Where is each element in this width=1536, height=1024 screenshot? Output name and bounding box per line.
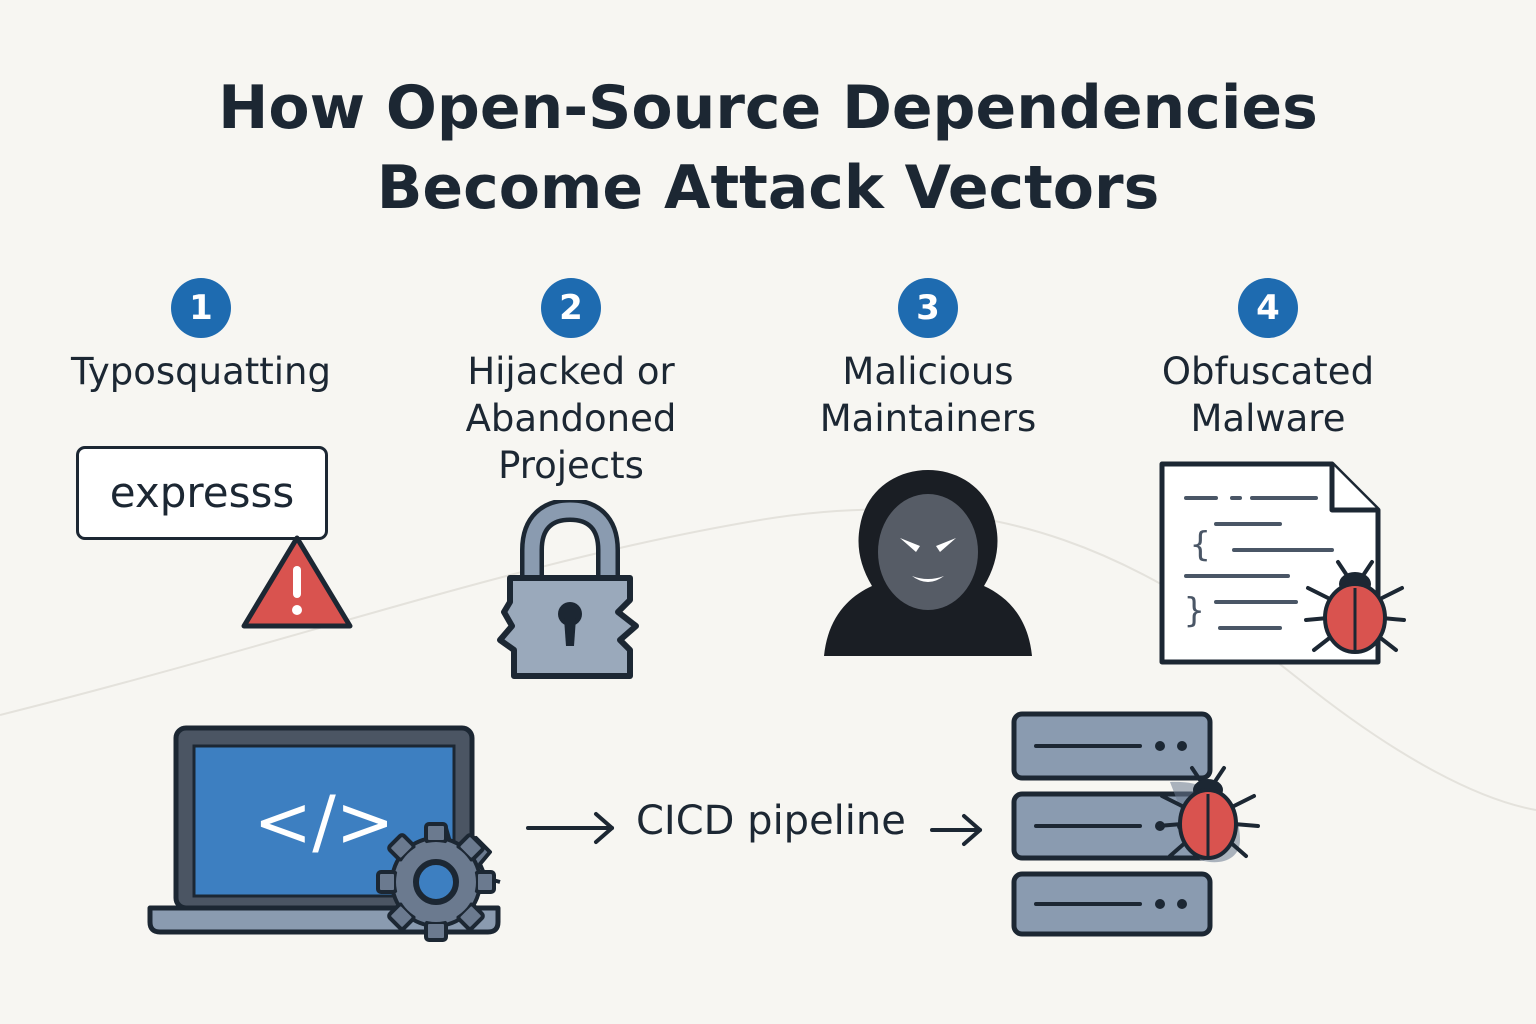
step-typosquatting: 1 Typosquatting [36, 278, 366, 395]
title-line-2: Become Attack Vectors [376, 153, 1160, 223]
hooded-hacker-icon [824, 470, 1032, 656]
step-label: Hijacked or Abandoned Projects [406, 348, 736, 489]
laptop-code-gear-icon: </> [147, 725, 501, 942]
gear-icon [376, 822, 501, 942]
title-line-1: How Open-Source Dependencies [218, 73, 1318, 143]
broken-lock-icon [497, 500, 639, 679]
step-malicious-maintainers: 3 Malicious Maintainers [763, 278, 1093, 442]
bug-icon [1304, 560, 1406, 654]
step-label-line: Obfuscated [1161, 350, 1375, 393]
svg-text:{: { [1190, 525, 1210, 565]
page-title: How Open-Source Dependencies Become Atta… [0, 68, 1536, 228]
bug-icon [1156, 766, 1260, 860]
step-number-badge: 2 [541, 278, 601, 338]
arrow-right-icon [526, 812, 614, 844]
step-hijacked-projects: 2 Hijacked or Abandoned Projects [406, 278, 736, 489]
infected-server-icon [1011, 711, 1260, 937]
step-label-line: Projects [498, 444, 644, 487]
step-label-line: Malicious [842, 350, 1014, 393]
step-label-line: Maintainers [819, 397, 1037, 440]
step-obfuscated-malware: 4 Obfuscated Malware [1103, 278, 1433, 442]
typosquat-package-name: expresss [76, 446, 328, 540]
bug-document-icon: { } [1159, 461, 1406, 665]
step-label-line: Typosquatting [71, 350, 331, 393]
arrow-right-icon [930, 814, 982, 846]
step-number-badge: 1 [171, 278, 231, 338]
step-label-line: Abandoned [465, 397, 677, 440]
step-number-badge: 3 [898, 278, 958, 338]
step-label-line: Hijacked or [467, 350, 675, 393]
step-label: Obfuscated Malware [1103, 348, 1433, 442]
code-glyph: </> [254, 781, 395, 863]
svg-text:}: } [1184, 591, 1204, 631]
step-number-badge: 4 [1238, 278, 1298, 338]
warning-icon [241, 535, 353, 629]
pipeline-label: CICD pipeline [636, 798, 906, 844]
step-label: Typosquatting [36, 348, 366, 395]
step-label-line: Malware [1190, 397, 1346, 440]
step-label: Malicious Maintainers [763, 348, 1093, 442]
